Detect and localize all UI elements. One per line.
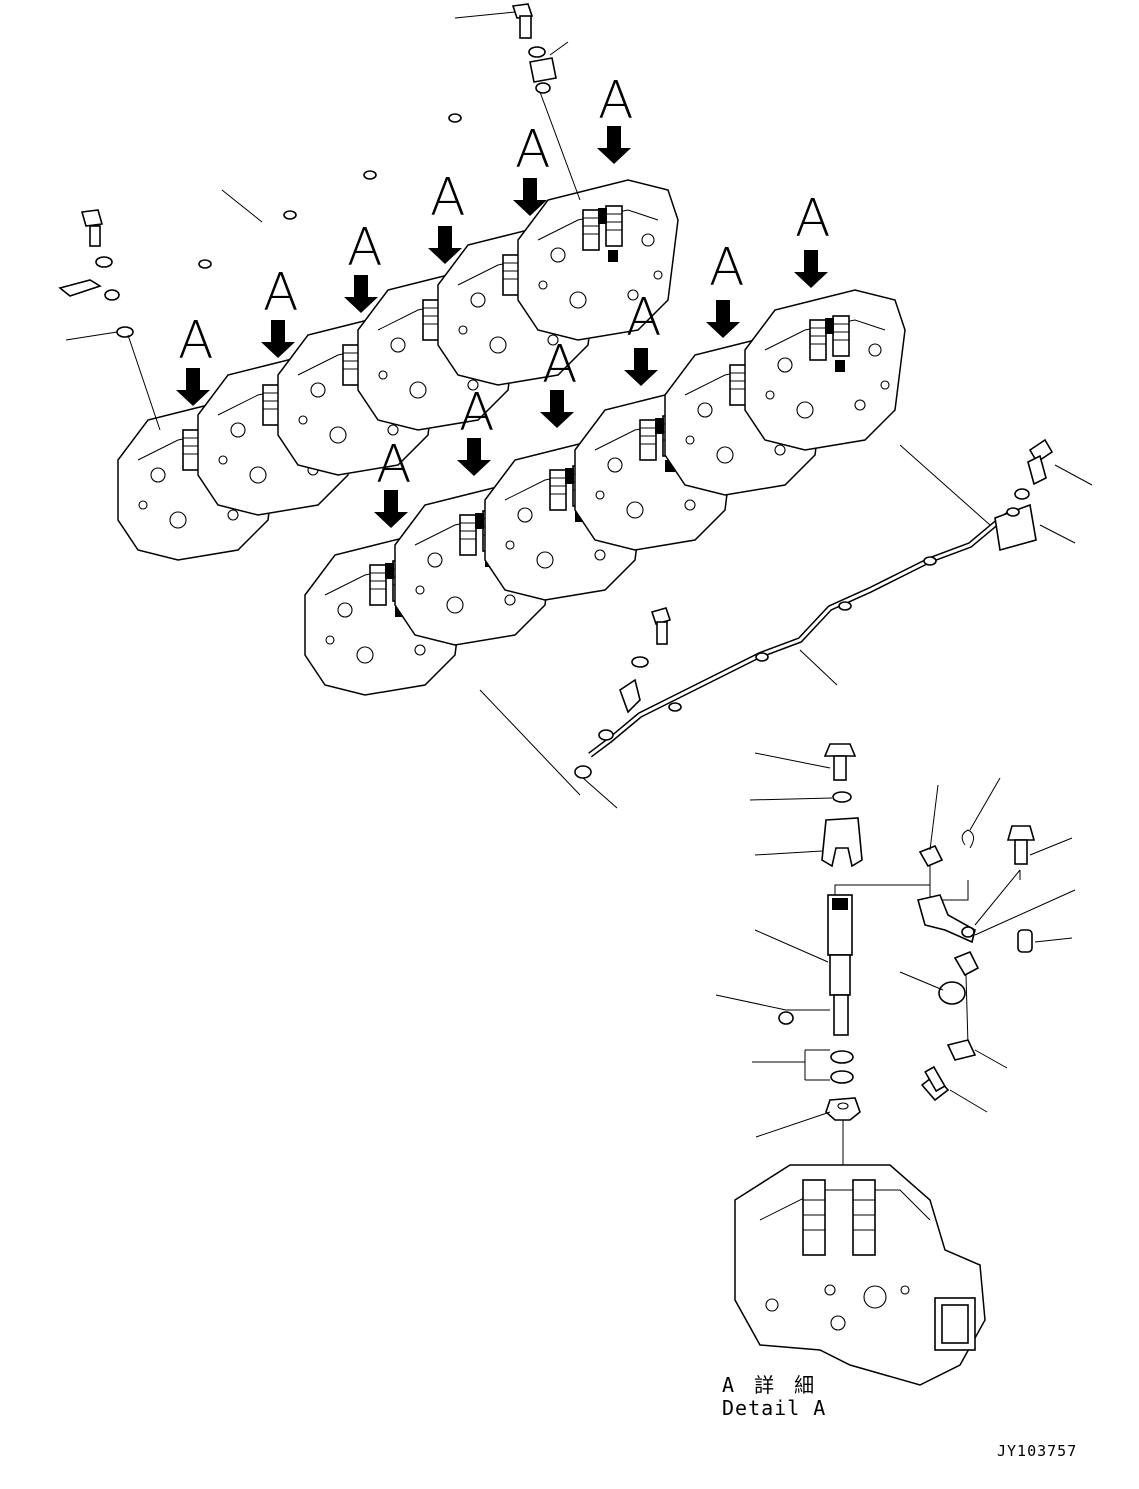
view-label-a: A [347, 218, 383, 278]
lower-connector-set [574, 607, 672, 779]
view-arrow [176, 368, 210, 406]
view-label-a: A [459, 383, 495, 443]
document-code: JY103757 [997, 1442, 1078, 1460]
view-label-a: A [178, 311, 214, 371]
view-arrow [428, 226, 462, 264]
view-label-a: A [263, 263, 299, 323]
view-label-a: A [542, 335, 578, 395]
upper-pipe-assembly [58, 3, 581, 431]
lower-pipe-assembly [479, 438, 1093, 809]
view-arrow [706, 300, 740, 338]
view-label-a: A [515, 120, 551, 180]
detail-a-injector [715, 743, 1076, 1386]
view-label-a: A [795, 189, 831, 249]
view-arrow [374, 490, 408, 528]
view-label-a: A [709, 238, 745, 298]
banjo-bolt [511, 3, 557, 94]
view-arrow [344, 275, 378, 313]
view-arrow [597, 126, 631, 164]
view-arrow [540, 390, 574, 428]
detail-cylinder-head [734, 1164, 986, 1386]
banjo-bolt [994, 438, 1054, 552]
view-label-a: A [430, 168, 466, 228]
view-arrow [624, 348, 658, 386]
view-label-a: A [376, 435, 412, 495]
view-labels: A A A A A A A A A A A A [178, 71, 831, 495]
detail-caption-english: Detail A [722, 1396, 827, 1420]
view-label-a: A [626, 288, 662, 348]
view-arrow [261, 320, 295, 358]
detail-caption-japanese: A 詳 細 [722, 1373, 819, 1397]
left-bolt-set [58, 209, 134, 338]
view-label-a: A [598, 71, 634, 131]
view-arrow [794, 250, 828, 288]
view-arrow [457, 438, 491, 476]
